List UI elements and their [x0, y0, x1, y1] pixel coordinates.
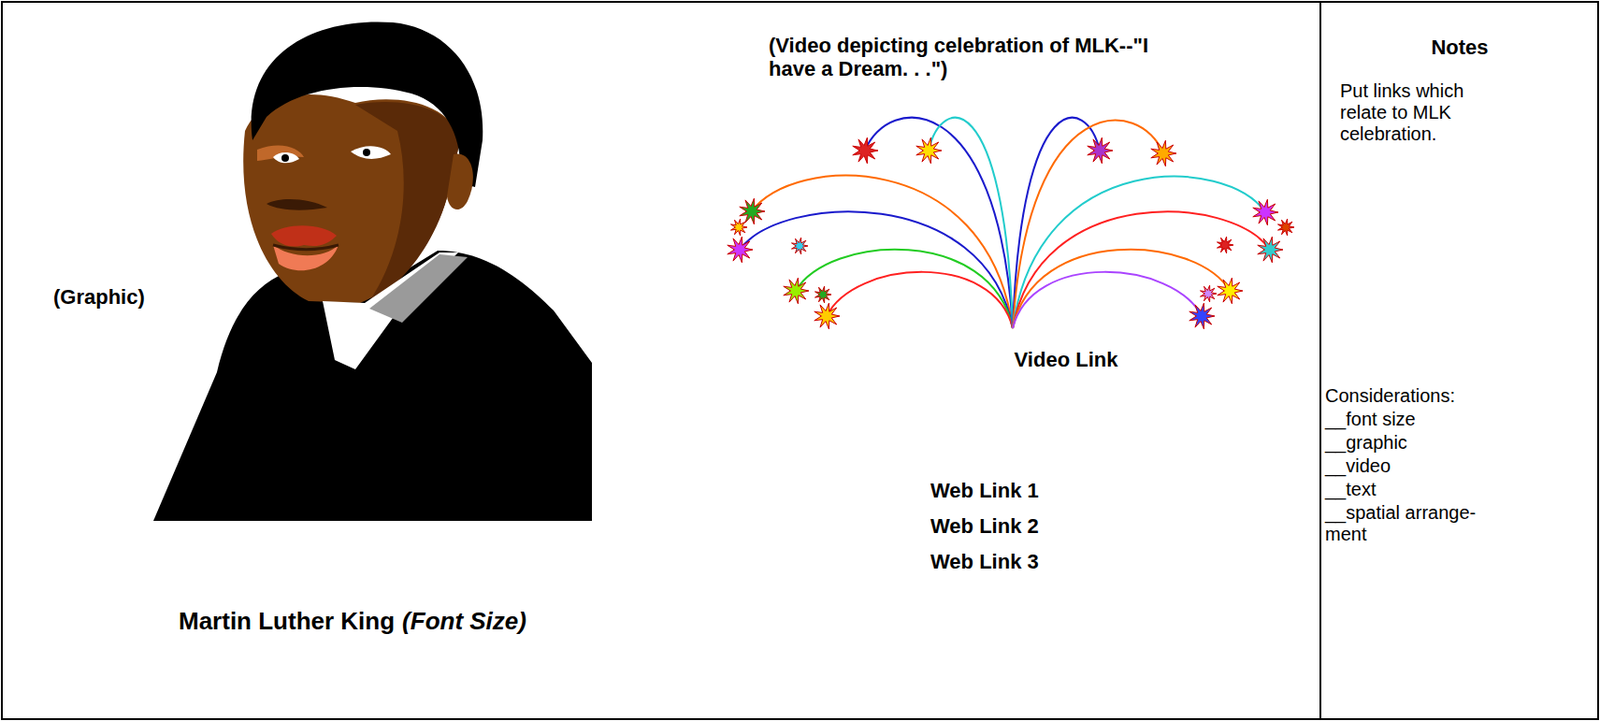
web-link: Web Link 1 [930, 478, 1039, 503]
fireworks-graphic [727, 117, 1295, 330]
title-text: Martin Luther King [178, 607, 395, 636]
considerations-heading: Considerations: [1325, 385, 1456, 407]
web-link: Web Link 3 [930, 549, 1039, 574]
checklist-item: __spatial arrange- ment [1325, 502, 1499, 546]
web-link: Web Link 2 [930, 514, 1039, 538]
notes-text: Put links which relate to MLK celebratio… [1340, 80, 1504, 145]
notes-heading: Notes [1321, 35, 1599, 59]
checklist-item: __font size [1325, 408, 1499, 431]
video-link: Video Link [1014, 347, 1119, 372]
mlk-portrait [153, 21, 592, 521]
checklist-item: __video [1325, 455, 1499, 477]
font-size-note: (Font Size) [402, 607, 527, 636]
video-caption: (Video depicting celebration of MLK--"I … [768, 33, 1190, 82]
graphic-label: (Graphic) [53, 285, 145, 309]
checklist-item: __graphic [1325, 432, 1499, 454]
checklist-item: __text [1325, 478, 1499, 501]
notes-panel: NotesPut links which relate to MLK celeb… [1319, 1, 1599, 720]
